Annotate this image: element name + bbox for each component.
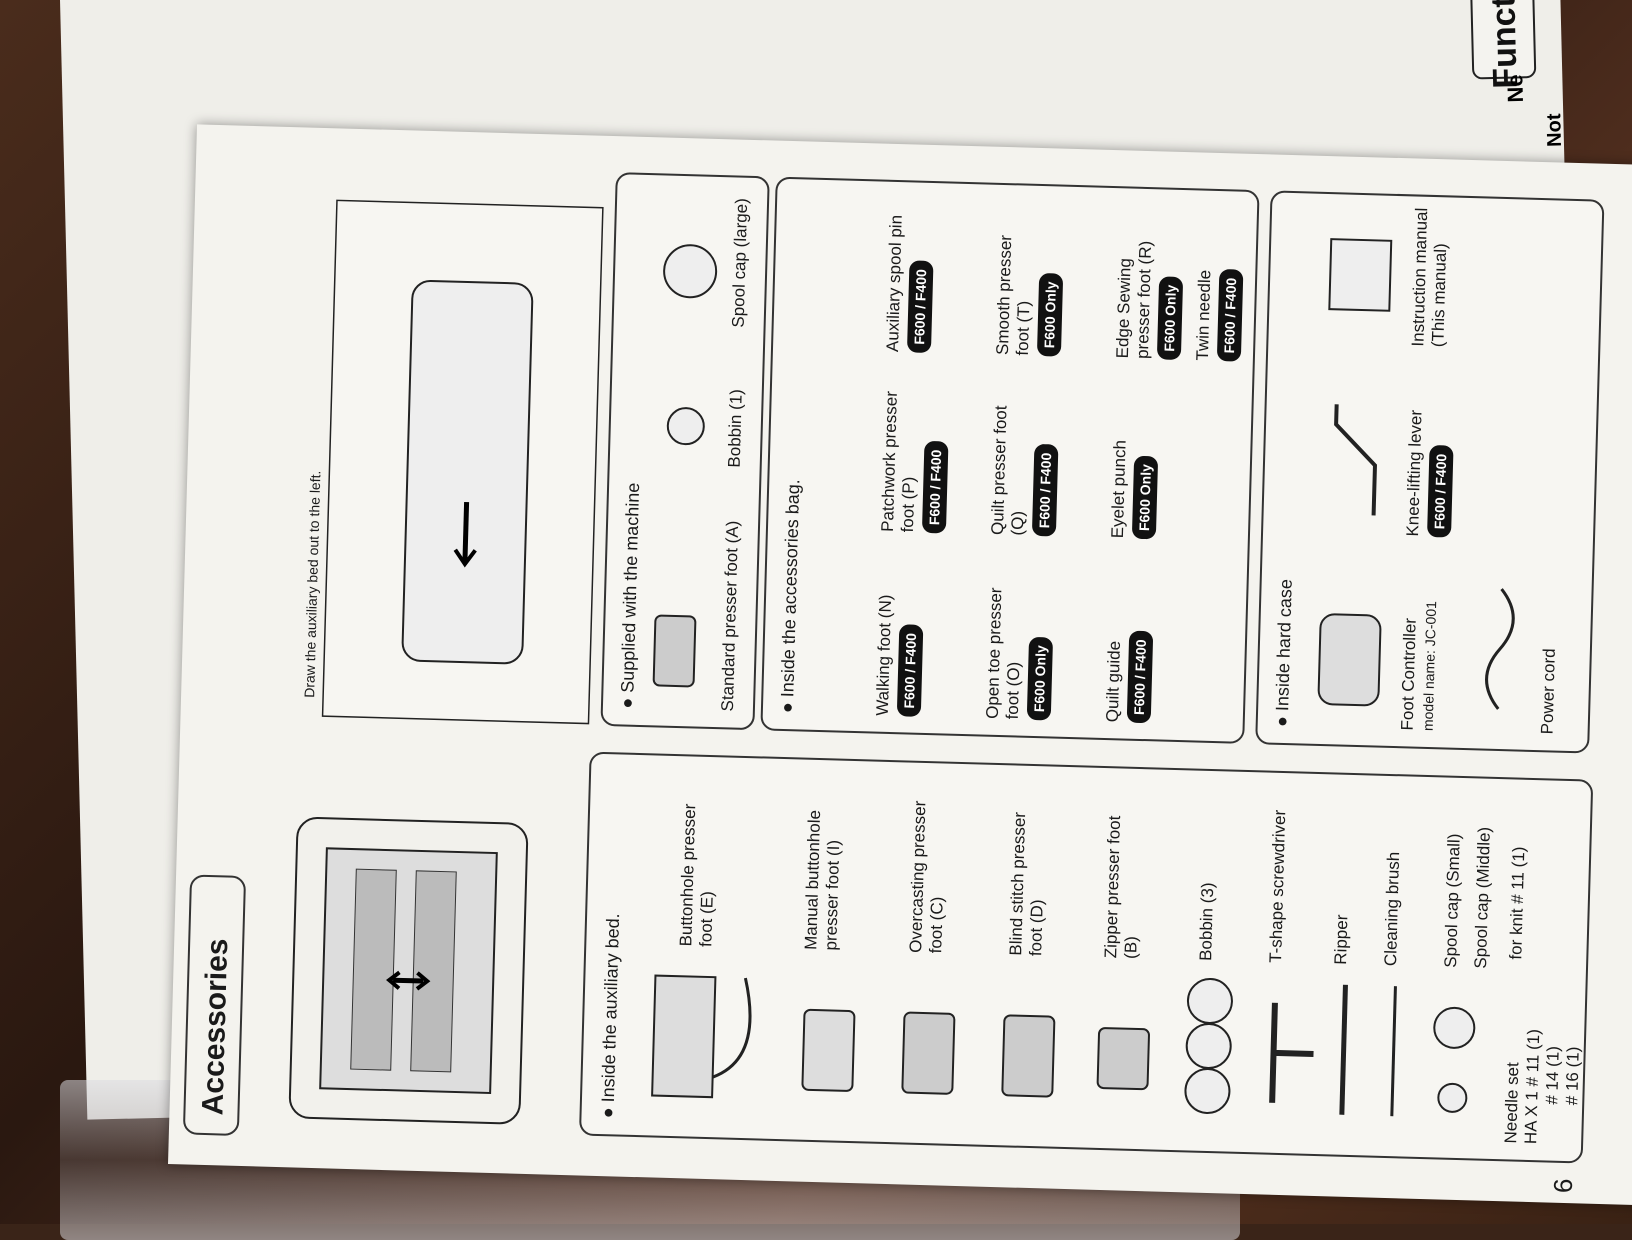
label-knee-lever: Knee-lifting lever [1403,409,1426,537]
hard-case-item-foot-controller: Foot Controller model name: JC-001 [1398,560,1443,731]
label-ripper: Ripper [1331,914,1352,965]
spool-cap-middle-illustration [1433,1006,1476,1049]
machine-bed-illustration [288,817,529,1125]
label-eyelet-punch: Eyelet punch [1107,439,1130,539]
label-cleaning-brush: Cleaning brush [1381,851,1404,967]
label-patchwork-foot: Patchwork presser foot (P) [877,390,919,533]
tag-quilt-foot: F600 / F400 [1031,444,1059,537]
auxiliary-bed-box: ● Inside the auxiliary bed. Buttonhole p… [578,751,1594,1164]
hard-case-heading-text: Inside hard case [1272,578,1296,712]
manual-buttonhole-foot-illustration [801,1008,856,1092]
label-quilt-foot: Quilt presser foot (Q) [987,405,1028,536]
standard-foot-illustration [652,614,697,688]
bag-heading-text: Inside the accessories bag. [777,478,804,698]
tag-edge-sewing-foot: F600 Only [1156,276,1184,360]
bag-item-quilt-foot: Quilt presser foot (Q) F600 / F400 [988,385,1060,537]
label-power-cord: Power cord [1537,648,1559,735]
tag-eyelet-punch: F600 Only [1131,455,1159,540]
bag-item-patchwork-foot: Patchwork presser foot (P) F600 / F400 [878,382,950,534]
bag-heading: ● Inside the accessories bag. [776,478,804,714]
tag-quilt-guide: F600 / F400 [1126,631,1154,724]
supplied-heading: ● Supplied with the machine [616,482,644,709]
label-spool-cap-large: Spool cap (large) [728,197,752,328]
page-title: Accessories [182,874,247,1136]
label-twin-needle: Twin needle [1192,269,1215,361]
label-bobbin-3: Bobbin (3) [1196,882,1218,962]
manual-page: Accessories 6 ● Inside the auxiliary bed… [168,124,1632,1206]
label-bobbin-1: Bobbin (1) [724,388,746,468]
hard-case-item-knee-lever: Knee-lifting lever F600 / F400 [1403,366,1456,538]
hard-case-heading: ● Inside hard case [1271,578,1296,728]
auxiliary-bed-heading: ● Inside the auxiliary bed. [597,913,624,1119]
hard-case-box: ● Inside hard case Foot Controller model… [1255,190,1605,754]
overcasting-foot-illustration [901,1011,956,1095]
tag-patchwork-foot: F600 / F400 [921,441,949,534]
supplied-heading-text: Supplied with the machine [617,482,644,694]
tag-aux-spool-pin: F600 / F400 [906,260,934,353]
label-manual-buttonhole-foot: Manual buttonhole presser foot (I) [801,809,844,951]
ripper-illustration [1339,984,1348,1115]
zipper-foot-illustration [1096,1027,1150,1091]
label-foot-controller-model: model name: JC-001 [1419,600,1440,732]
blind-stitch-foot-illustration [1001,1014,1056,1098]
draw-bed-illustration [321,199,604,725]
bag-item-open-toe-foot: Open toe presser foot (O) F600 Only [983,569,1055,721]
label-spool-cap-small: Spool cap (Small) [1440,833,1464,968]
spool-cap-small-illustration [1437,1082,1468,1113]
page-title-text: Accessories [196,938,235,1116]
tag-twin-needle: F600 / F400 [1216,269,1244,362]
bag-item-walking-foot: Walking foot (N) F600 / F400 [873,566,925,717]
label-zipper-foot: Zipper presser foot (B) [1101,815,1141,960]
label-edge-sewing-foot: Edge Sewing presser foot (R) [1112,240,1156,360]
page-number: 6 [1547,1178,1579,1194]
draw-bed-caption: Draw the auxiliary bed out to the left. [301,470,324,698]
bag-item-aux-spool-pin: Auxiliary spool pin F600 / F400 [883,202,935,353]
bag-item-smooth-foot: Smooth presser foot (T) F600 Only [993,205,1065,357]
tag-knee-lever: F600 / F400 [1427,445,1454,538]
label-blind-stitch-foot: Blind stitch presser foot (D) [1006,811,1047,957]
label-quilt-guide: Quilt guide [1102,640,1124,723]
accessories-bag-box: ● Inside the accessories bag. Walking fo… [760,176,1260,744]
label-screwdriver: T-shape screwdriver [1266,809,1290,964]
supplied-box: ● Supplied with the machine Standard pre… [600,172,770,731]
label-spool-cap-middle: Spool cap (Middle) [1470,826,1494,969]
label-buttonhole-foot: Buttonhole presser foot (E) [676,803,717,948]
bag-item-eyelet-punch: Eyelet punch F600 Only [1107,388,1160,540]
bag-item-twin-needle: Twin needle F600 / F400 [1192,210,1245,362]
tag-open-toe-foot: F600 Only [1026,636,1054,721]
tag-walking-foot: F600 / F400 [896,624,924,717]
auxiliary-bed-heading-text: Inside the auxiliary bed. [597,913,624,1103]
label-walking-foot: Walking foot (N) [872,594,896,717]
label-smooth-foot: Smooth presser foot (T) [992,234,1034,356]
bag-item-edge-sewing-foot: Edge Sewing presser foot (R) F600 Only [1113,208,1185,360]
tag-smooth-foot: F600 Only [1036,273,1064,357]
buttonhole-foot-illustration [651,974,752,1099]
screwdriver-illustration [1269,1002,1314,1103]
bobbin-1-illustration [666,407,705,446]
foot-controller-illustration [1317,613,1382,707]
spool-cap-large-illustration [663,244,718,299]
label-overcasting-foot: Overcasting presser foot (C) [906,800,947,954]
bobbin-illustration [1184,978,1233,1114]
label-standard-foot: Standard presser foot (A) [717,520,743,712]
power-cord-illustration [1485,588,1515,710]
label-instruction-manual: Instruction manual (This manual) [1408,207,1451,348]
cleaning-brush-illustration [1390,986,1397,1117]
label-aux-spool-pin: Auxiliary spool pin [882,214,906,353]
instruction-manual-illustration [1328,238,1393,312]
label-open-toe-foot: Open toe presser foot (O) [982,587,1024,720]
bag-item-quilt-guide: Quilt guide F600 / F400 [1102,572,1155,724]
knee-lifting-lever-illustration [1334,404,1377,516]
